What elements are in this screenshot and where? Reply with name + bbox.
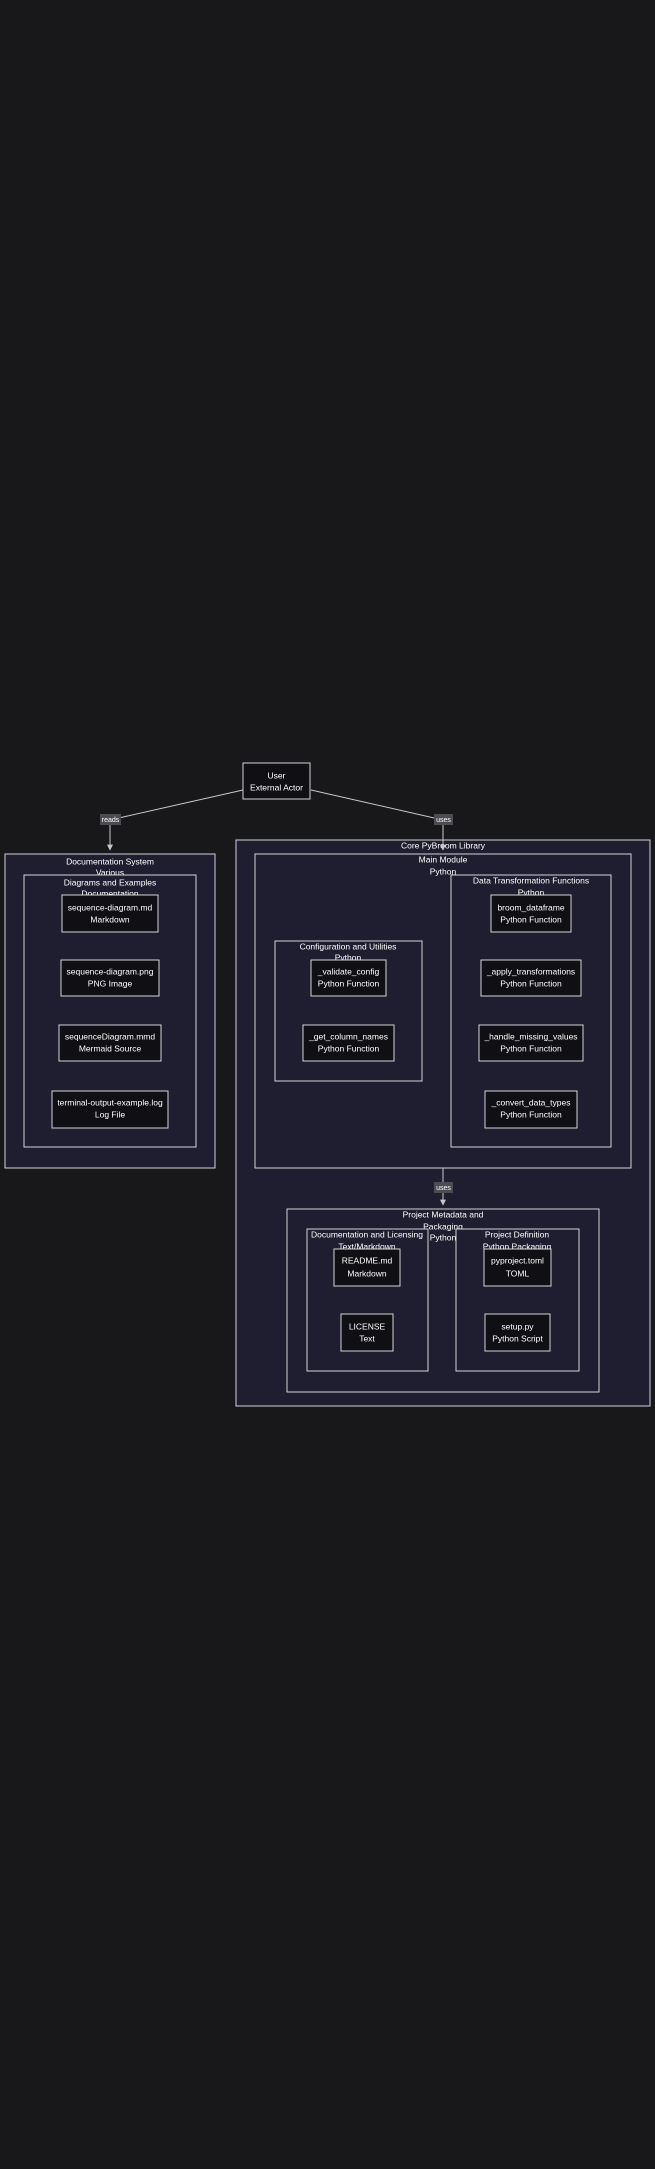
node-license[interactable]: LICENSE Text — [340, 1313, 394, 1352]
cluster-title: Data Transformation Functions — [473, 875, 589, 885]
node-type: Text — [359, 1333, 375, 1343]
node-validate-config[interactable]: _validate_config Python Function — [310, 959, 387, 997]
node-title: _handle_missing_values — [483, 1031, 577, 1041]
cluster-subtitle: Python — [335, 952, 362, 962]
node-title: _convert_data_types — [491, 1097, 571, 1107]
node-sequencediagram-mmd[interactable]: sequenceDiagram.mmd Mermaid Source — [58, 1024, 162, 1062]
node-title: pyproject.toml — [491, 1255, 544, 1265]
node-type: Mermaid Source — [79, 1043, 142, 1053]
node-type: Python Function — [500, 914, 562, 924]
node-title: _get_column_names — [308, 1031, 388, 1041]
svg-text:reads: reads — [102, 817, 120, 824]
cluster-subtitle: Documentation — [81, 888, 138, 898]
cluster-subtitle: Python Packaging — [483, 1241, 552, 1251]
node-pyproject-toml[interactable]: pyproject.toml TOML — [483, 1248, 552, 1287]
node-handle-missing-values[interactable]: _handle_missing_values Python Function — [478, 1024, 584, 1062]
node-title: sequence-diagram.md — [68, 902, 153, 912]
svg-text:uses: uses — [436, 1185, 451, 1192]
cluster-subtitle: Text/Markdown — [338, 1241, 395, 1251]
node-title: terminal-output-example.log — [57, 1097, 163, 1107]
node-sequence-diagram-png[interactable]: sequence-diagram.png PNG Image — [60, 959, 160, 997]
node-apply-transformations[interactable]: _apply_transformations Python Function — [480, 959, 582, 997]
cluster-subtitle-2: Python — [430, 1232, 457, 1242]
svg-text:uses: uses — [436, 817, 451, 824]
node-type: External Actor — [250, 782, 303, 792]
node-convert-data-types[interactable]: _convert_data_types Python Function — [484, 1090, 578, 1129]
node-type: Markdown — [90, 914, 129, 924]
node-type: Python Script — [492, 1333, 543, 1343]
node-broom-dataframe[interactable]: broom_dataframe Python Function — [490, 894, 572, 933]
cluster-subtitle: Python — [518, 887, 545, 897]
cluster-subtitle: Python — [430, 866, 457, 876]
cluster-title: Project Definition — [485, 1229, 550, 1239]
node-setup-py[interactable]: setup.py Python Script — [484, 1313, 551, 1352]
node-title: sequence-diagram.png — [67, 966, 154, 976]
cluster-title: Project Metadata and — [403, 1209, 484, 1219]
cluster-title: Configuration and Utilities — [300, 941, 397, 951]
node-type: Python Function — [318, 1043, 380, 1053]
node-type: Log File — [95, 1109, 126, 1119]
node-terminal-output-log[interactable]: terminal-output-example.log Log File — [51, 1090, 169, 1129]
cluster-subtitle: Various — [96, 867, 124, 877]
node-type: TOML — [506, 1268, 530, 1278]
node-type: Markdown — [347, 1268, 386, 1278]
node-title: setup.py — [501, 1321, 534, 1331]
node-title: sequenceDiagram.mmd — [65, 1031, 156, 1041]
cluster-title: Documentation System — [66, 856, 154, 866]
node-title: _apply_transformations — [486, 966, 575, 976]
node-user[interactable]: User External Actor — [242, 762, 311, 800]
cluster-subtitle: Packaging — [423, 1221, 463, 1231]
node-type: Python Function — [500, 1043, 562, 1053]
edge-label-reads: reads — [100, 814, 121, 825]
node-type: Python Function — [500, 1109, 562, 1119]
edge-user-reads-docs — [107, 789, 244, 851]
node-title: LICENSE — [349, 1321, 386, 1331]
node-type: Python Function — [318, 978, 380, 988]
node-type: PNG Image — [88, 978, 133, 988]
node-readme[interactable]: README.md Markdown — [333, 1248, 401, 1287]
node-sequence-diagram-md[interactable]: sequence-diagram.md Markdown — [61, 894, 159, 933]
node-title: _validate_config — [317, 966, 380, 976]
node-title: User — [268, 770, 286, 780]
node-title: README.md — [342, 1255, 393, 1265]
cluster-title: Documentation and Licensing — [311, 1229, 423, 1239]
edge-label-uses: uses — [434, 1182, 453, 1193]
cluster-title: Diagrams and Examples — [64, 877, 157, 887]
edge-label-uses: uses — [434, 814, 453, 825]
cluster-title: Main Module — [419, 854, 468, 864]
node-get-column-names[interactable]: _get_column_names Python Function — [302, 1024, 395, 1062]
node-type: Python Function — [500, 978, 562, 988]
node-title: broom_dataframe — [497, 902, 564, 912]
